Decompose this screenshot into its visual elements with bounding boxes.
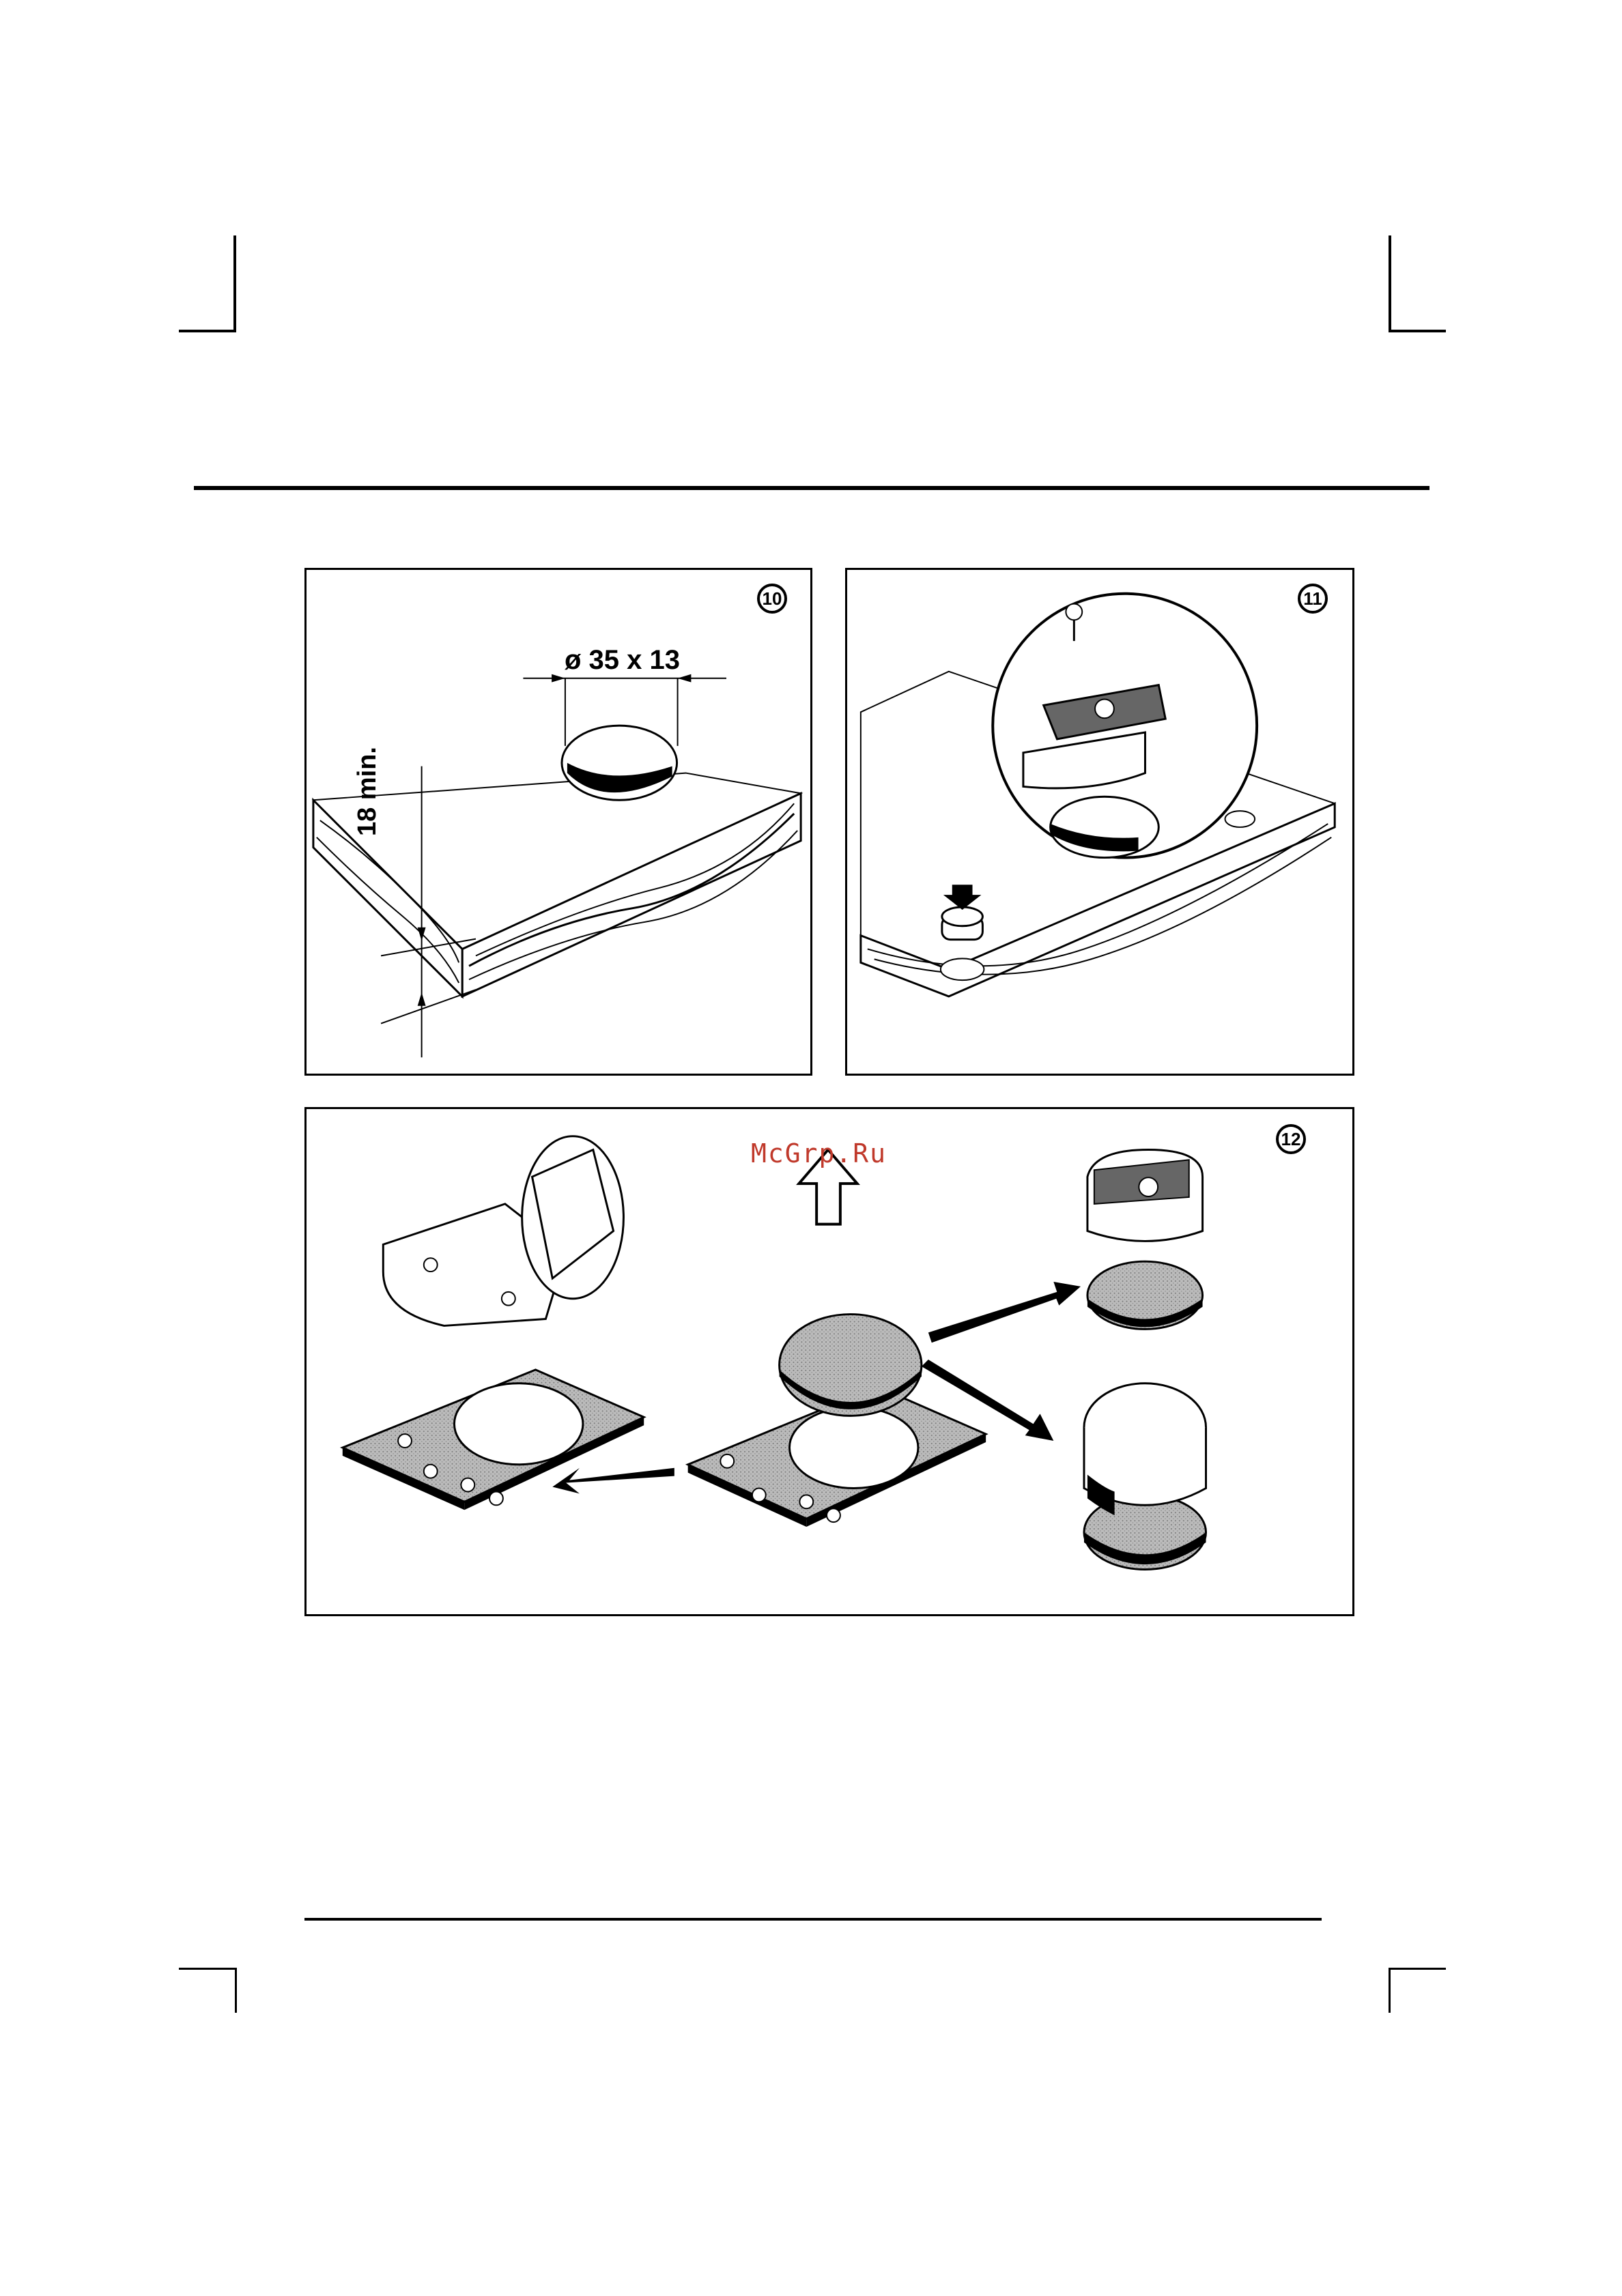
- diameter-dimension-label: ø 35 x 13: [565, 645, 680, 676]
- watermark: McGrp.Ru: [751, 1138, 887, 1168]
- crop-mark-top-right-h: [1389, 330, 1446, 332]
- figure-number-badge: 12: [1276, 1124, 1306, 1154]
- thickness-dimension-label: 18 min.: [353, 747, 382, 836]
- crop-mark-top-left-h: [179, 330, 236, 332]
- figure-11-panel: 11: [845, 568, 1354, 1076]
- footer-rule: [304, 1918, 1322, 1921]
- crop-mark-bottom-right-h: [1389, 1968, 1446, 1970]
- figure-11-illustration: [847, 570, 1352, 1074]
- figure-12-panel: 12: [304, 1107, 1354, 1616]
- crop-mark-bottom-left-v: [235, 1968, 237, 2013]
- header-rule: [194, 486, 1429, 490]
- figure-12-illustration: [307, 1109, 1352, 1614]
- crop-mark-top-right-v: [1389, 235, 1391, 331]
- crop-mark-bottom-right-v: [1389, 1968, 1391, 2013]
- figure-10-panel: 10 ø 35 x 13 18 min.: [304, 568, 812, 1076]
- crop-mark-bottom-left-h: [179, 1968, 236, 1970]
- figure-number-badge: 10: [757, 584, 787, 614]
- figure-number-badge: 11: [1298, 584, 1328, 614]
- crop-mark-top-left-v: [233, 235, 236, 331]
